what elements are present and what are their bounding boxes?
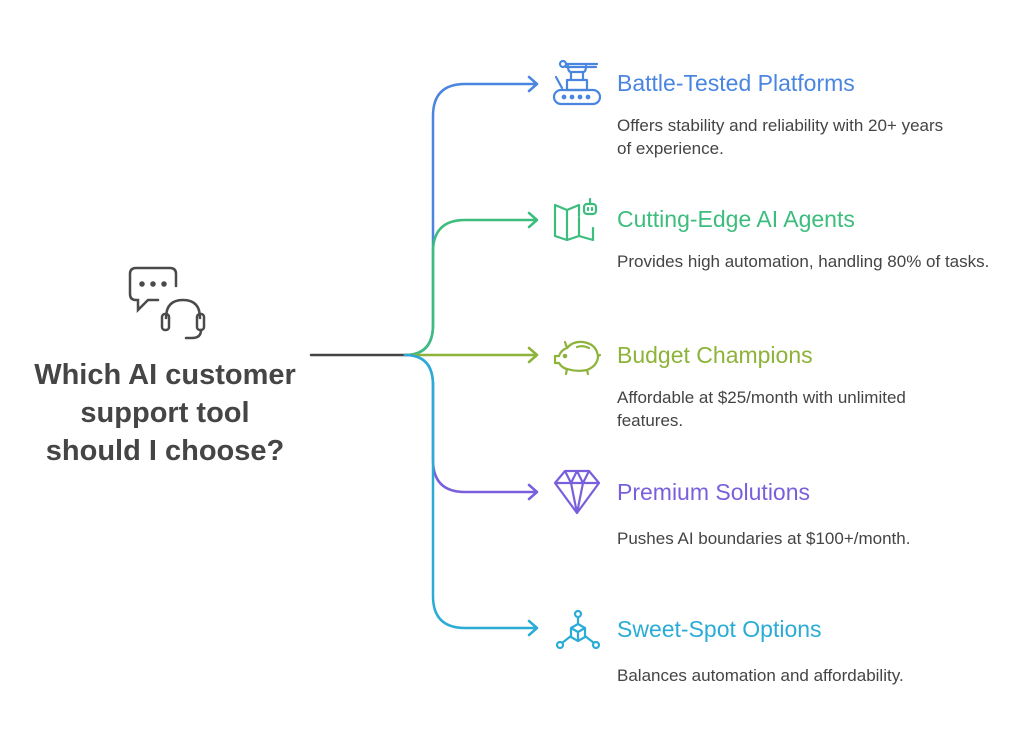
branch-line-5 bbox=[403, 353, 539, 637]
branch-desc-3: Affordable at $25/month with unlimited f… bbox=[617, 388, 906, 430]
map-robot-icon bbox=[553, 197, 598, 242]
chat-headset-icon bbox=[128, 266, 206, 340]
branch-line-1 bbox=[403, 75, 539, 357]
branch-title-2: Cutting-Edge AI Agents bbox=[617, 206, 855, 232]
branch-title-3: Budget Champions bbox=[617, 342, 813, 368]
branch-line-4 bbox=[403, 353, 539, 501]
diamond-icon bbox=[553, 469, 601, 515]
branch-desc-5: Balances automation and affordability. bbox=[617, 666, 904, 685]
branch-desc-2: Provides high automation, handling 80% o… bbox=[617, 252, 990, 271]
cube-network-icon bbox=[555, 610, 601, 650]
branch-line-3 bbox=[403, 346, 539, 364]
branch-title-5: Sweet-Spot Options bbox=[617, 616, 822, 642]
piggy-bank-icon bbox=[553, 340, 601, 376]
branch-title-1: Battle-Tested Platforms bbox=[617, 70, 855, 96]
branch-line-2 bbox=[403, 211, 539, 357]
branch-desc-1: Offers stability and reliability with 20… bbox=[617, 116, 944, 158]
branch-title-4: Premium Solutions bbox=[617, 479, 811, 505]
question-heading: Which AI customer support tool should I … bbox=[34, 359, 296, 467]
tank-icon bbox=[552, 59, 602, 106]
branch-desc-4: Pushes AI boundaries at $100+/month. bbox=[617, 529, 911, 548]
